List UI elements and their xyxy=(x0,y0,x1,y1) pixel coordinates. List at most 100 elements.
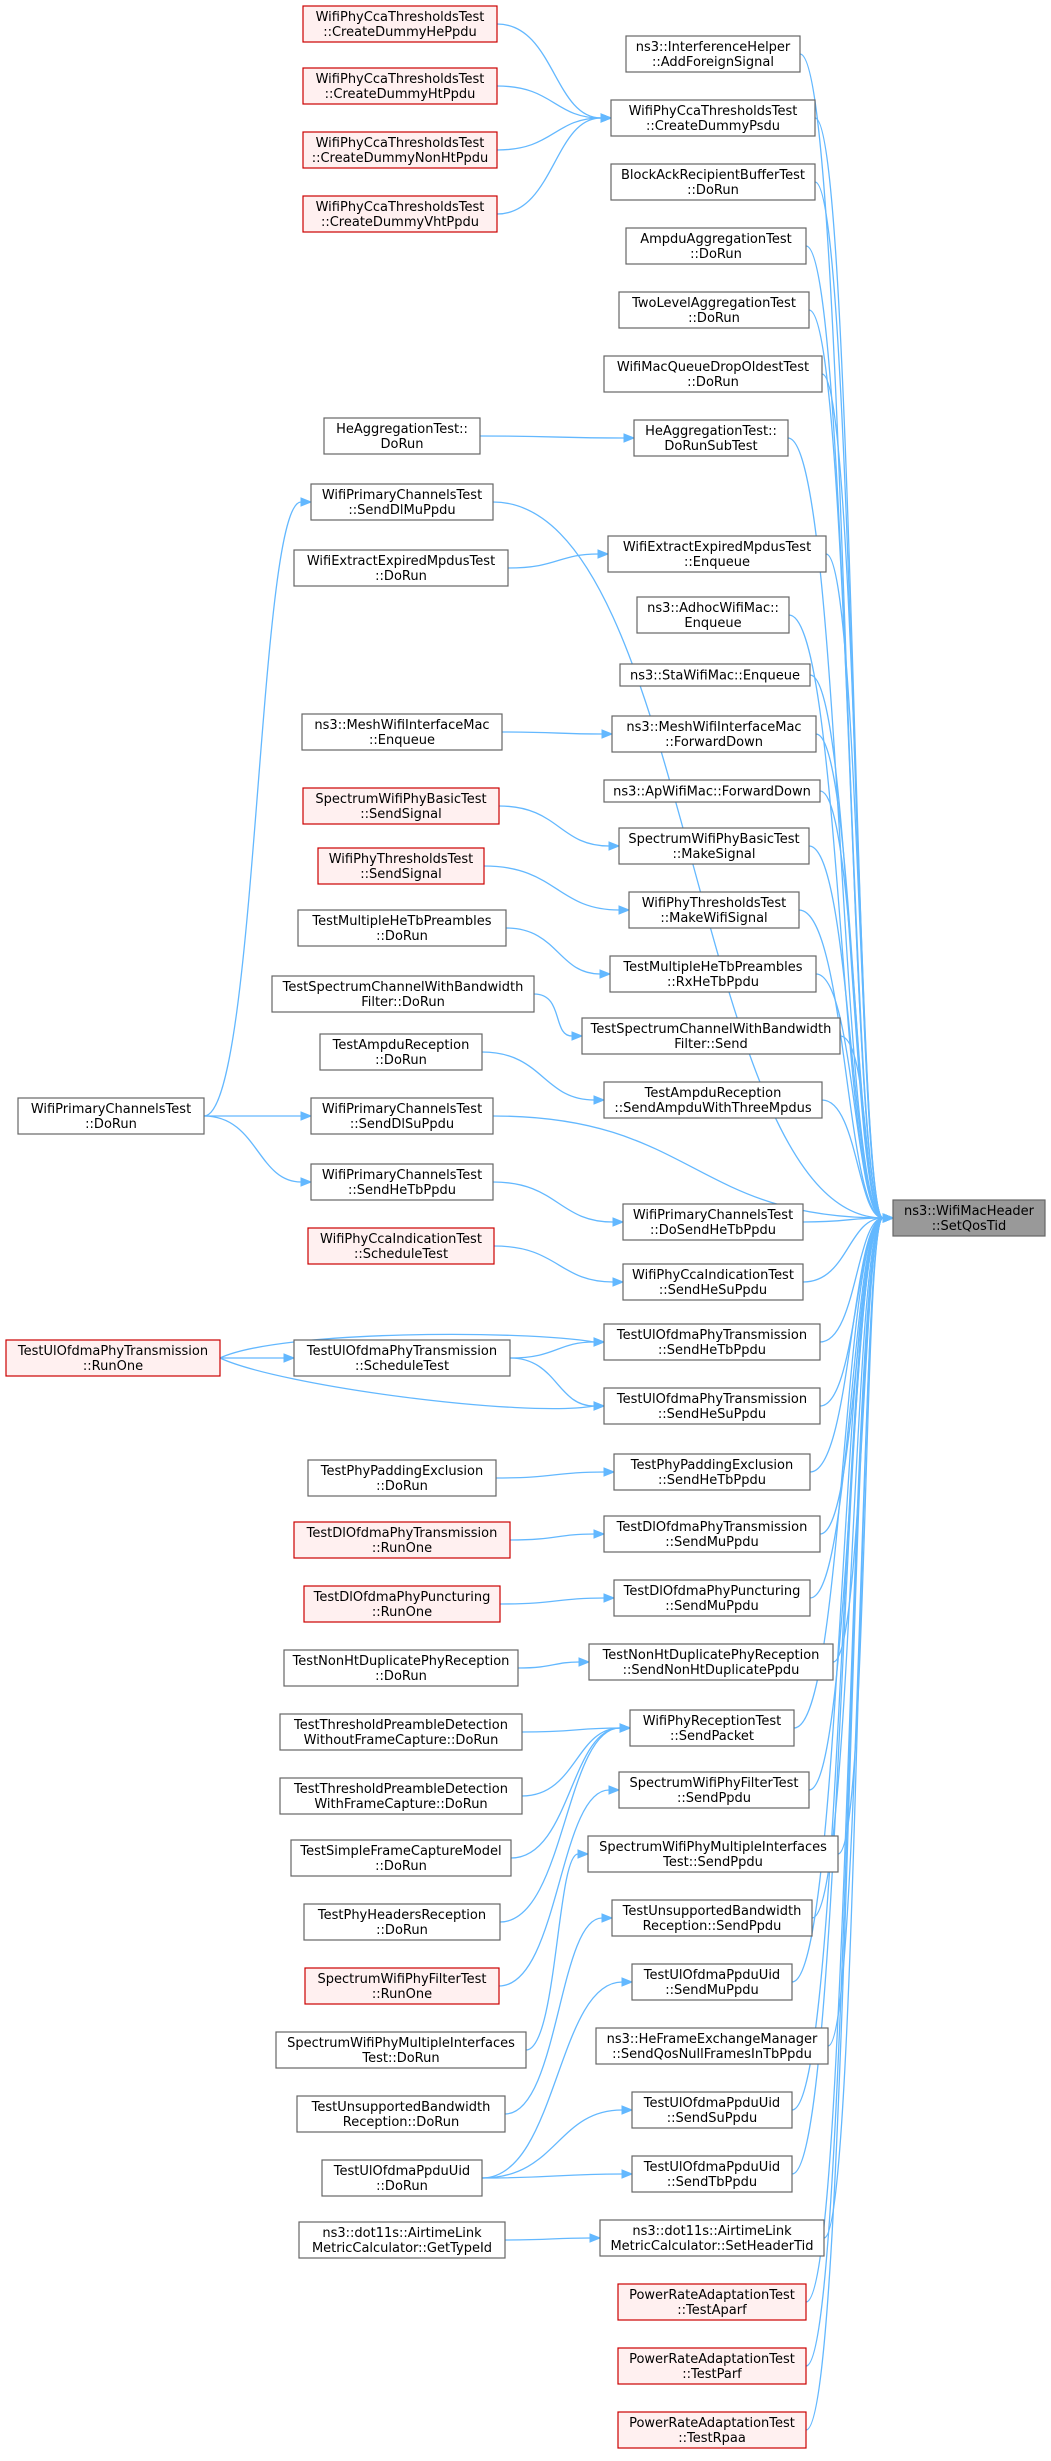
node-label: ns3::InterferenceHelper xyxy=(636,40,791,55)
graph-node[interactable]: TestUlOfdmaPhyTransmission::RunOne xyxy=(5,1339,221,1377)
graph-node[interactable]: TestDlOfdmaPhyPuncturing::RunOne xyxy=(303,1585,501,1623)
node-label: ::DoRun xyxy=(376,1479,428,1494)
graph-node[interactable]: AmpduAggregationTest::DoRun xyxy=(625,227,807,265)
graph-node[interactable]: TestAmpduReception::SendAmpduWithThreeMp… xyxy=(603,1081,823,1119)
graph-node[interactable]: SpectrumWifiPhyMultipleInterfacesTest::S… xyxy=(587,1835,839,1873)
graph-node[interactable]: WifiPrimaryChannelsTest::SendDlMuPpdu xyxy=(310,483,494,521)
node-box xyxy=(307,1459,497,1497)
graph-node[interactable]: TestSpectrumChannelWithBandwidthFilter::… xyxy=(581,1017,841,1055)
node-label: ::DoRun xyxy=(85,1117,137,1132)
graph-node[interactable]: PowerRateAdaptationTest::TestAparf xyxy=(617,2283,807,2321)
graph-node[interactable]: ns3::StaWifiMac::Enqueue xyxy=(619,663,811,687)
node-label: WifiPrimaryChannelsTest xyxy=(322,488,482,503)
graph-node[interactable]: WifiPrimaryChannelsTest::SendHeTbPpdu xyxy=(310,1163,494,1201)
graph-node[interactable]: TestMultipleHeTbPreambles::DoRun xyxy=(297,909,507,947)
edge-g16-to-c24 xyxy=(495,1467,616,1479)
graph-node[interactable]: WifiPhyThresholdsTest::MakeWifiSignal xyxy=(628,891,800,929)
graph-node[interactable]: SpectrumWifiPhyMultipleInterfacesTest::D… xyxy=(275,2031,527,2069)
graph-node[interactable]: WifiPhyThresholdsTest::SendSignal xyxy=(317,847,485,885)
graph-node[interactable]: TestSpectrumChannelWithBandwidthFilter::… xyxy=(271,975,535,1013)
graph-node[interactable]: PowerRateAdaptationTest::TestParf xyxy=(617,2347,807,2385)
graph-node[interactable]: TestUlOfdmaPhyTransmission::SendHeTbPpdu xyxy=(603,1323,821,1361)
arrow-head-icon xyxy=(593,1337,606,1347)
graph-node[interactable]: HeAggregationTest::DoRun xyxy=(323,417,481,455)
graph-node[interactable]: WifiPhyCcaThresholdsTest::CreateDummyHeP… xyxy=(302,5,498,43)
node-box xyxy=(293,1339,511,1377)
graph-node[interactable]: ns3::MeshWifiInterfaceMac::Enqueue xyxy=(301,713,503,751)
edge-h1-to-c19 xyxy=(204,1111,313,1121)
graph-node[interactable]: WifiPhyCcaThresholdsTest::CreateDummyHtP… xyxy=(302,67,498,105)
node-box xyxy=(618,1771,810,1809)
graph-node[interactable]: TestNonHtDuplicatePhyReception::DoRun xyxy=(283,1649,519,1687)
graph-node[interactable]: WifiPhyCcaIndicationTest::ScheduleTest xyxy=(307,1227,495,1265)
graph-node[interactable]: ns3::MeshWifiInterfaceMac::ForwardDown xyxy=(611,715,817,753)
graph-node[interactable]: WifiExtractExpiredMpdusTest::Enqueue xyxy=(607,535,827,573)
graph-node[interactable]: WifiPhyCcaThresholdsTest::CreateDummyVht… xyxy=(302,195,498,233)
root-node[interactable]: ns3::WifiMacHeader::SetQosTid xyxy=(892,1199,1046,1237)
graph-node[interactable]: TestDlOfdmaPhyPuncturing::SendMuPpdu xyxy=(613,1579,811,1617)
graph-node[interactable]: ns3::AdhocWifiMac::Enqueue xyxy=(636,596,790,634)
graph-node[interactable]: WifiPrimaryChannelsTest::SendDlSuPpdu xyxy=(310,1097,494,1135)
graph-node[interactable]: ns3::InterferenceHelper::AddForeignSigna… xyxy=(625,35,801,73)
graph-node[interactable]: HeAggregationTest::DoRunSubTest xyxy=(633,419,789,457)
graph-node[interactable]: TestUlOfdmaPhyTransmission::ScheduleTest xyxy=(293,1339,511,1377)
graph-node[interactable]: ns3::dot11s::AirtimeLinkMetricCalculator… xyxy=(298,2221,506,2259)
graph-node[interactable]: WifiMacQueueDropOldestTest::DoRun xyxy=(603,355,823,393)
graph-node[interactable]: TwoLevelAggregationTest::DoRun xyxy=(618,291,810,329)
graph-node[interactable]: WifiPrimaryChannelsTest::DoSendHeTbPpdu xyxy=(622,1203,804,1241)
node-label: ::CreateDummyHtPpdu xyxy=(325,87,476,102)
node-box xyxy=(611,715,817,753)
graph-node[interactable]: WifiPhyCcaThresholdsTest::CreateDummyNon… xyxy=(302,131,498,169)
graph-node[interactable]: TestMultipleHeTbPreambles::RxHeTbPpdu xyxy=(609,955,817,993)
edge-line xyxy=(809,1217,884,1473)
node-box xyxy=(271,975,535,1013)
graph-node[interactable]: WifiPhyReceptionTest::SendPacket xyxy=(629,1709,795,1747)
graph-node[interactable]: WifiExtractExpiredMpdusTest::DoRun xyxy=(293,549,509,587)
graph-node[interactable]: WifiPhyCcaIndicationTest::SendHeSuPpdu xyxy=(622,1263,804,1301)
edge-line xyxy=(219,1357,595,1410)
graph-node[interactable]: TestThresholdPreambleDetectionWithoutFra… xyxy=(279,1713,523,1751)
graph-node[interactable]: BlockAckRecipientBufferTest::DoRun xyxy=(610,163,816,201)
node-box xyxy=(310,1163,494,1201)
graph-node[interactable]: TestPhyPaddingExclusion::DoRun xyxy=(307,1459,497,1497)
node-box xyxy=(622,1203,804,1241)
graph-node[interactable]: WifiPhyCcaThresholdsTest::CreateDummyPsd… xyxy=(610,99,816,137)
node-label: Filter::DoRun xyxy=(361,995,445,1010)
edge-line xyxy=(798,909,884,1219)
node-label: WifiPrimaryChannelsTest xyxy=(633,1208,793,1223)
graph-node[interactable]: SpectrumWifiPhyBasicTest::SendSignal xyxy=(302,787,500,825)
graph-node[interactable]: ns3::dot11s::AirtimeLinkMetricCalculator… xyxy=(599,2219,825,2257)
graph-node[interactable]: TestUlOfdmaPpduUid::SendTbPpdu xyxy=(631,2155,793,2193)
graph-node[interactable]: TestSimpleFrameCaptureModel::DoRun xyxy=(290,1839,512,1877)
edge-line xyxy=(808,845,884,1219)
graph-node[interactable]: PowerRateAdaptationTest::TestRpaa xyxy=(617,2411,807,2449)
edge-line xyxy=(504,1917,603,2115)
arrow-head-icon xyxy=(589,2233,602,2243)
node-label: TestNonHtDuplicatePhyReception xyxy=(602,1648,820,1663)
graph-node[interactable]: TestDlOfdmaPhyTransmission::RunOne xyxy=(293,1521,511,1559)
graph-node[interactable]: TestNonHtDuplicatePhyReception::SendNonH… xyxy=(588,1643,834,1681)
graph-node[interactable]: ns3::ApWifiMac::ForwardDown xyxy=(603,779,821,803)
graph-node[interactable]: TestPhyPaddingExclusion::SendHeTbPpdu xyxy=(613,1453,811,1491)
node-box xyxy=(611,1899,813,1937)
graph-node[interactable]: SpectrumWifiPhyBasicTest::MakeSignal xyxy=(618,827,810,865)
node-label: ::SendMuPpdu xyxy=(665,1535,759,1550)
graph-node[interactable]: TestUnsupportedBandwidthReception::SendP… xyxy=(611,1899,813,1937)
graph-node[interactable]: WifiPrimaryChannelsTest::DoRun xyxy=(17,1097,205,1135)
graph-node[interactable]: TestAmpduReception::DoRun xyxy=(319,1033,483,1071)
node-label: PowerRateAdaptationTest xyxy=(629,2416,795,2431)
graph-node[interactable]: TestUlOfdmaPpduUid::SendMuPpdu xyxy=(631,1963,793,2001)
graph-node[interactable]: TestUlOfdmaPpduUid::DoRun xyxy=(321,2159,483,2197)
graph-node[interactable]: TestUlOfdmaPpduUid::SendSuPpdu xyxy=(631,2091,793,2129)
graph-node[interactable]: TestPhyHeadersReception::DoRun xyxy=(303,1903,501,1941)
edge-line xyxy=(496,117,602,215)
graph-node[interactable]: TestDlOfdmaPhyTransmission::SendMuPpdu xyxy=(603,1515,821,1553)
graph-node[interactable]: TestUlOfdmaPhyTransmission::SendHeSuPpdu xyxy=(603,1387,821,1425)
node-label: TestMultipleHeTbPreambles xyxy=(622,960,802,975)
graph-node[interactable]: TestThresholdPreambleDetectionWithFrameC… xyxy=(279,1777,523,1815)
node-label: ::SendHeSuPpdu xyxy=(659,1283,767,1298)
graph-node[interactable]: ns3::HeFrameExchangeManager::SendQosNull… xyxy=(595,2027,829,2065)
graph-node[interactable]: SpectrumWifiPhyFilterTest::RunOne xyxy=(304,1967,500,2005)
graph-node[interactable]: SpectrumWifiPhyFilterTest::SendPpdu xyxy=(618,1771,810,1809)
